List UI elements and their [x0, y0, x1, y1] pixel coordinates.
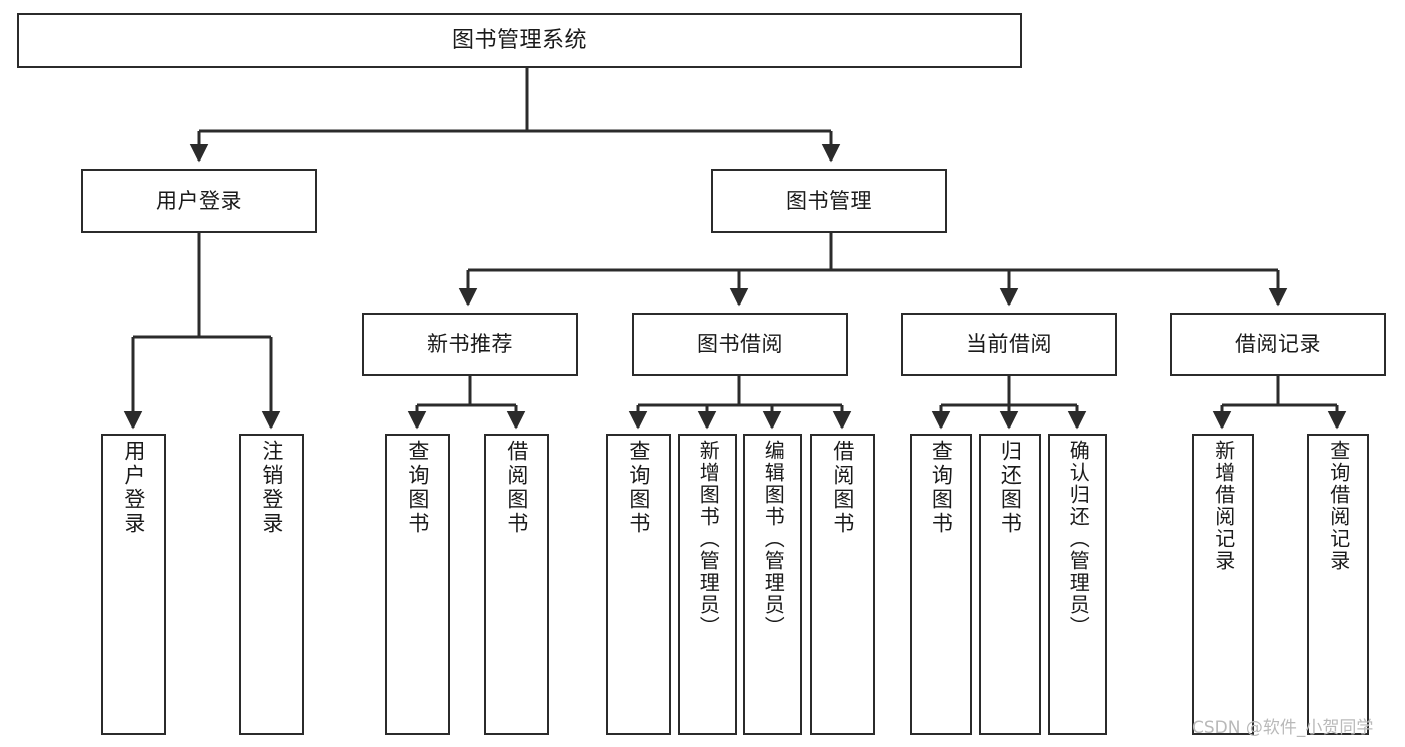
- node-new-book-recommend[interactable]: 新书推荐: [362, 313, 578, 376]
- node-leaf-logout-login[interactable]: 注销登录: [239, 434, 304, 735]
- node-leaf-edit-book[interactable]: 编辑图书（管理员）: [743, 434, 802, 735]
- node-leaf-query-book-2[interactable]: 查询图书: [606, 434, 671, 735]
- node-leaf-borrow-book-1-label: 借阅图书: [504, 440, 529, 536]
- node-user-login-label: 用户登录: [156, 188, 242, 213]
- node-leaf-borrow-book-1[interactable]: 借阅图书: [484, 434, 549, 735]
- node-borrow-record[interactable]: 借阅记录: [1170, 313, 1386, 376]
- node-leaf-query-book-1[interactable]: 查询图书: [385, 434, 450, 735]
- node-user-login[interactable]: 用户登录: [81, 169, 317, 233]
- node-leaf-edit-book-label: 编辑图书（管理员）: [761, 440, 786, 638]
- node-leaf-add-book-label: 新增图书（管理员）: [696, 440, 721, 638]
- node-leaf-add-book[interactable]: 新增图书（管理员）: [678, 434, 737, 735]
- node-leaf-add-record-label: 新增借阅记录: [1211, 440, 1236, 572]
- node-borrow-record-label: 借阅记录: [1235, 332, 1321, 357]
- node-leaf-add-record[interactable]: 新增借阅记录: [1192, 434, 1254, 735]
- node-leaf-user-login-label: 用户登录: [121, 440, 146, 536]
- node-leaf-query-book-3-label: 查询图书: [929, 440, 954, 536]
- node-leaf-confirm-return-label: 确认归还（管理员）: [1066, 440, 1091, 638]
- node-book-borrow[interactable]: 图书借阅: [632, 313, 848, 376]
- node-leaf-query-book-1-label: 查询图书: [405, 440, 430, 536]
- node-leaf-logout-login-label: 注销登录: [259, 440, 284, 536]
- node-book-manage-label: 图书管理: [786, 188, 872, 213]
- node-leaf-query-record[interactable]: 查询借阅记录: [1307, 434, 1369, 735]
- node-leaf-query-book-3[interactable]: 查询图书: [910, 434, 972, 735]
- node-current-borrow-label: 当前借阅: [966, 332, 1052, 357]
- node-leaf-query-record-label: 查询借阅记录: [1326, 440, 1351, 572]
- watermark-text: CSDN @软件_小贺同学: [1192, 718, 1374, 738]
- node-leaf-return-book-label: 归还图书: [998, 440, 1023, 536]
- node-leaf-user-login[interactable]: 用户登录: [101, 434, 166, 735]
- node-book-manage[interactable]: 图书管理: [711, 169, 947, 233]
- node-new-book-recommend-label: 新书推荐: [427, 332, 513, 357]
- node-book-borrow-label: 图书借阅: [697, 332, 783, 357]
- node-leaf-query-book-2-label: 查询图书: [626, 440, 651, 536]
- node-current-borrow[interactable]: 当前借阅: [901, 313, 1117, 376]
- node-root[interactable]: 图书管理系统: [17, 13, 1022, 68]
- node-root-label: 图书管理系统: [451, 27, 587, 53]
- node-leaf-borrow-book-2-label: 借阅图书: [830, 440, 855, 536]
- node-leaf-return-book[interactable]: 归还图书: [979, 434, 1041, 735]
- node-leaf-borrow-book-2[interactable]: 借阅图书: [810, 434, 875, 735]
- node-leaf-confirm-return[interactable]: 确认归还（管理员）: [1048, 434, 1107, 735]
